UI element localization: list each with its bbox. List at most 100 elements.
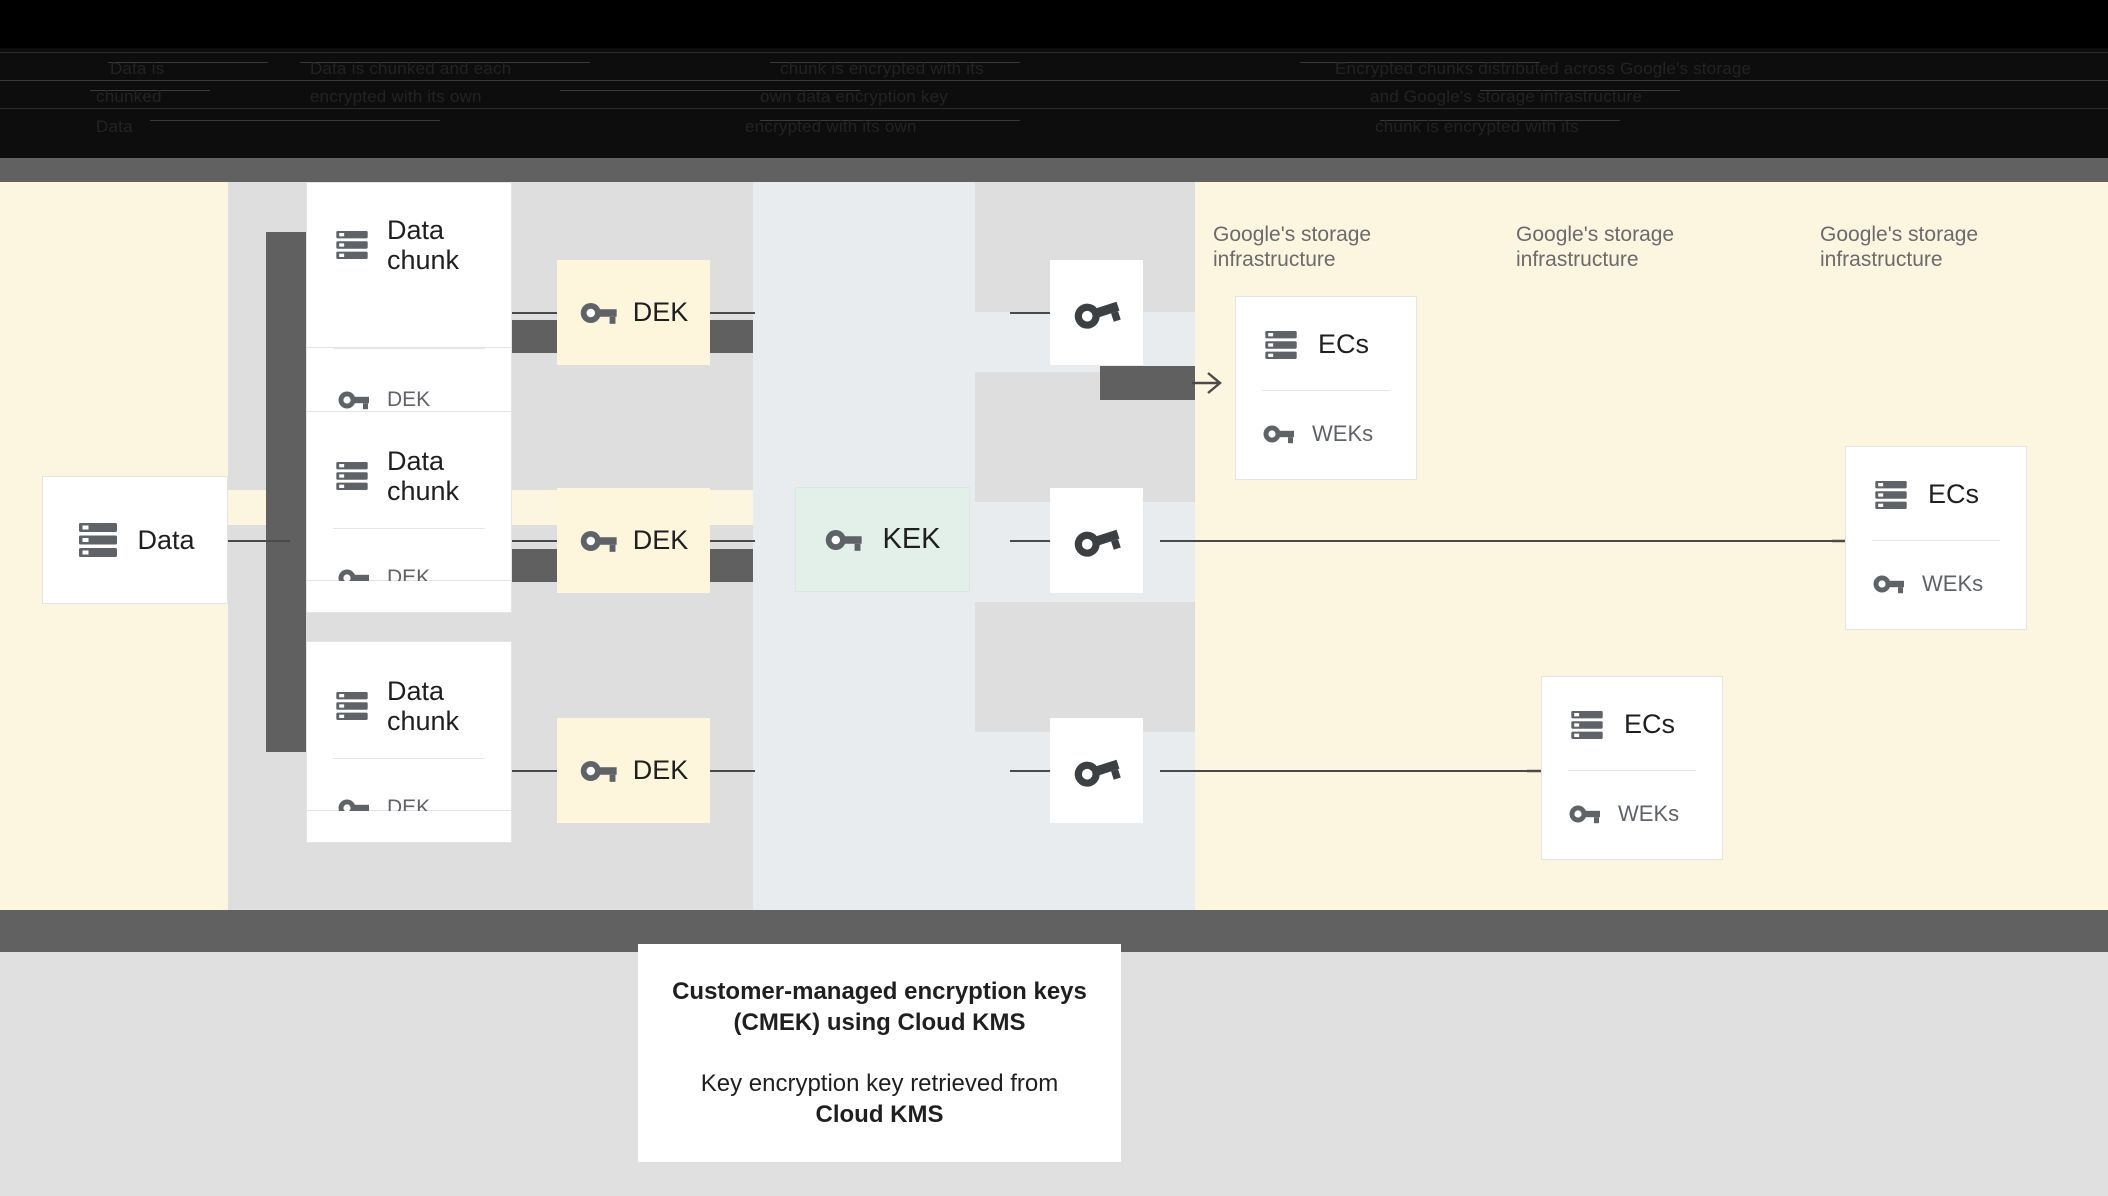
storage-infra-label-3: Google's storage infrastructure [1820,223,1979,271]
ecs-2-footer: WEKs [1568,797,1696,831]
key-icon [1074,301,1121,329]
header-line-11: chunk is encrypted with its [1375,117,1579,136]
fork-vertical-bar [266,232,306,752]
line-to-wek1 [1010,312,1055,314]
ecs-1-subtitle: WEKs [1312,420,1374,446]
chunk-1-footer: DEK [307,349,511,417]
ecs-2-title: ECs [1624,709,1676,739]
obscured-header-band: Data is Data is chunked and each chunk i… [0,48,2108,158]
dek-box-2-label: DEK [632,525,689,555]
key-icon [1569,805,1600,823]
header-line-10: encrypted with its own [745,117,917,136]
header-line-7: own data encryption key [760,87,948,106]
key-icon [580,302,617,324]
wrapped-key-box-3[interactable] [1050,718,1143,823]
line-chunk1-to-dek1 [512,312,557,314]
line-chunk3-to-dek3 [512,770,557,772]
server-stack-icon [336,230,368,260]
line-data-to-fork [228,540,290,542]
chunk-2-header: Data chunk [333,446,485,506]
ecs-card-2[interactable]: ECs WEKs [1541,676,1723,860]
server-stack-icon [79,523,118,557]
key-icon [580,530,617,552]
ecs-1-divider [1262,389,1390,391]
server-stack-icon [1875,480,1907,509]
header-line-8: and Google's storage infrastructure [1370,87,1643,106]
header-line-4: Encrypted chunks distributed across Goog… [1335,59,1752,78]
key-icon [338,391,369,410]
ecs-card-1[interactable]: ECs WEKs [1235,296,1417,480]
data-card-row: Data [75,517,195,563]
ecs-2-header: ECs [1568,706,1696,744]
data-card-label: Data [137,525,195,555]
header-line-9: Data [96,117,133,136]
line-dek1-to-mid [710,312,755,314]
dek-box-3-label: DEK [632,755,689,785]
header-divider-strip [0,158,2108,182]
key-icon [826,529,863,551]
ecs-3-divider [1872,539,2000,541]
ecs-1-header: ECs [1262,326,1390,364]
kek-box[interactable]: KEK [795,487,970,592]
header-line-3: chunk is encrypted with its [780,59,984,78]
data-chunk-card-3-ext [306,811,512,843]
server-stack-icon [336,461,368,491]
server-stack-icon [336,691,368,721]
wrapped-key-box-2[interactable] [1050,488,1143,593]
dek-box-1-label: DEK [632,297,689,327]
data-card[interactable]: Data [42,476,228,604]
chunk-3-divider [333,758,485,759]
chunk-1-header: Data chunk [333,215,485,275]
ecs-3-header: ECs [1872,476,2000,514]
line-dek3-to-mid [710,770,755,772]
ecs-2-divider [1568,769,1696,771]
line-wek3-to-ecs-mid [1160,770,1540,772]
dek-box-1[interactable]: DEK [557,260,710,365]
data-chunk-card-2[interactable]: Data chunk DEK [306,411,512,589]
line-kek-to-wek2 [1010,540,1055,542]
key-icon [580,760,617,782]
arrow-head-top [1192,372,1222,394]
storage-infra-label-1: Google's storage infrastructure [1213,223,1372,271]
chunk-3-title: Data chunk [387,676,460,736]
header-line-5: chunked [96,87,162,106]
key-icon [1074,759,1121,787]
dek-box-3[interactable]: DEK [557,718,710,823]
caption-title-line-1: Customer-managed encryption keys [672,978,1087,1005]
server-stack-icon [1265,330,1297,359]
key-icon [1873,575,1904,593]
server-stack-icon [1571,710,1603,739]
ecs-1-title: ECs [1318,329,1370,359]
kek-box-label: KEK [882,523,941,555]
chunk-1-divider [333,348,485,349]
chunk-1-title: Data chunk [387,215,460,275]
line-chunk2-to-dek2 [512,540,557,542]
data-chunk-card-1[interactable]: Data chunk [306,182,512,348]
line-to-wek3 [1010,770,1055,772]
chunk-1-subtitle: DEK [387,388,431,411]
chunk-2-title: Data chunk [387,446,460,506]
storage-infra-label-2: Google's storage infrastructure [1516,223,1675,271]
key-icon [1074,529,1121,557]
ecs-card-3[interactable]: ECs WEKs [1845,446,2027,630]
ecs-3-subtitle: WEKs [1922,570,1984,596]
dek-box-2[interactable]: DEK [557,488,710,593]
grey-swath-key-3 [975,602,1195,732]
ecs-3-footer: WEKs [1872,567,2000,601]
key-icon [1263,425,1294,443]
ecs-3-title: ECs [1928,479,1980,509]
data-chunk-card-3[interactable]: Data chunk DEK [306,641,512,819]
ecs-2-subtitle: WEKs [1618,800,1680,826]
header-line-6: encrypted with its own [310,87,482,106]
arrow-block-top [1100,366,1195,400]
line-dek2-to-mid [710,540,755,542]
ecs-1-footer: WEKs [1262,417,1390,451]
header-line-2: Data is chunked and each [310,59,512,78]
caption-title-line-2: (CMEK) using Cloud KMS [733,1009,1026,1036]
chunk-2-divider [333,528,485,529]
caption-body-line-2: Cloud KMS [815,1101,944,1128]
data-chunk-card-2-ext [306,581,512,613]
wrapped-key-box-1[interactable] [1050,260,1143,365]
caption-card: Customer-managed encryption keys (CMEK) … [638,944,1121,1162]
